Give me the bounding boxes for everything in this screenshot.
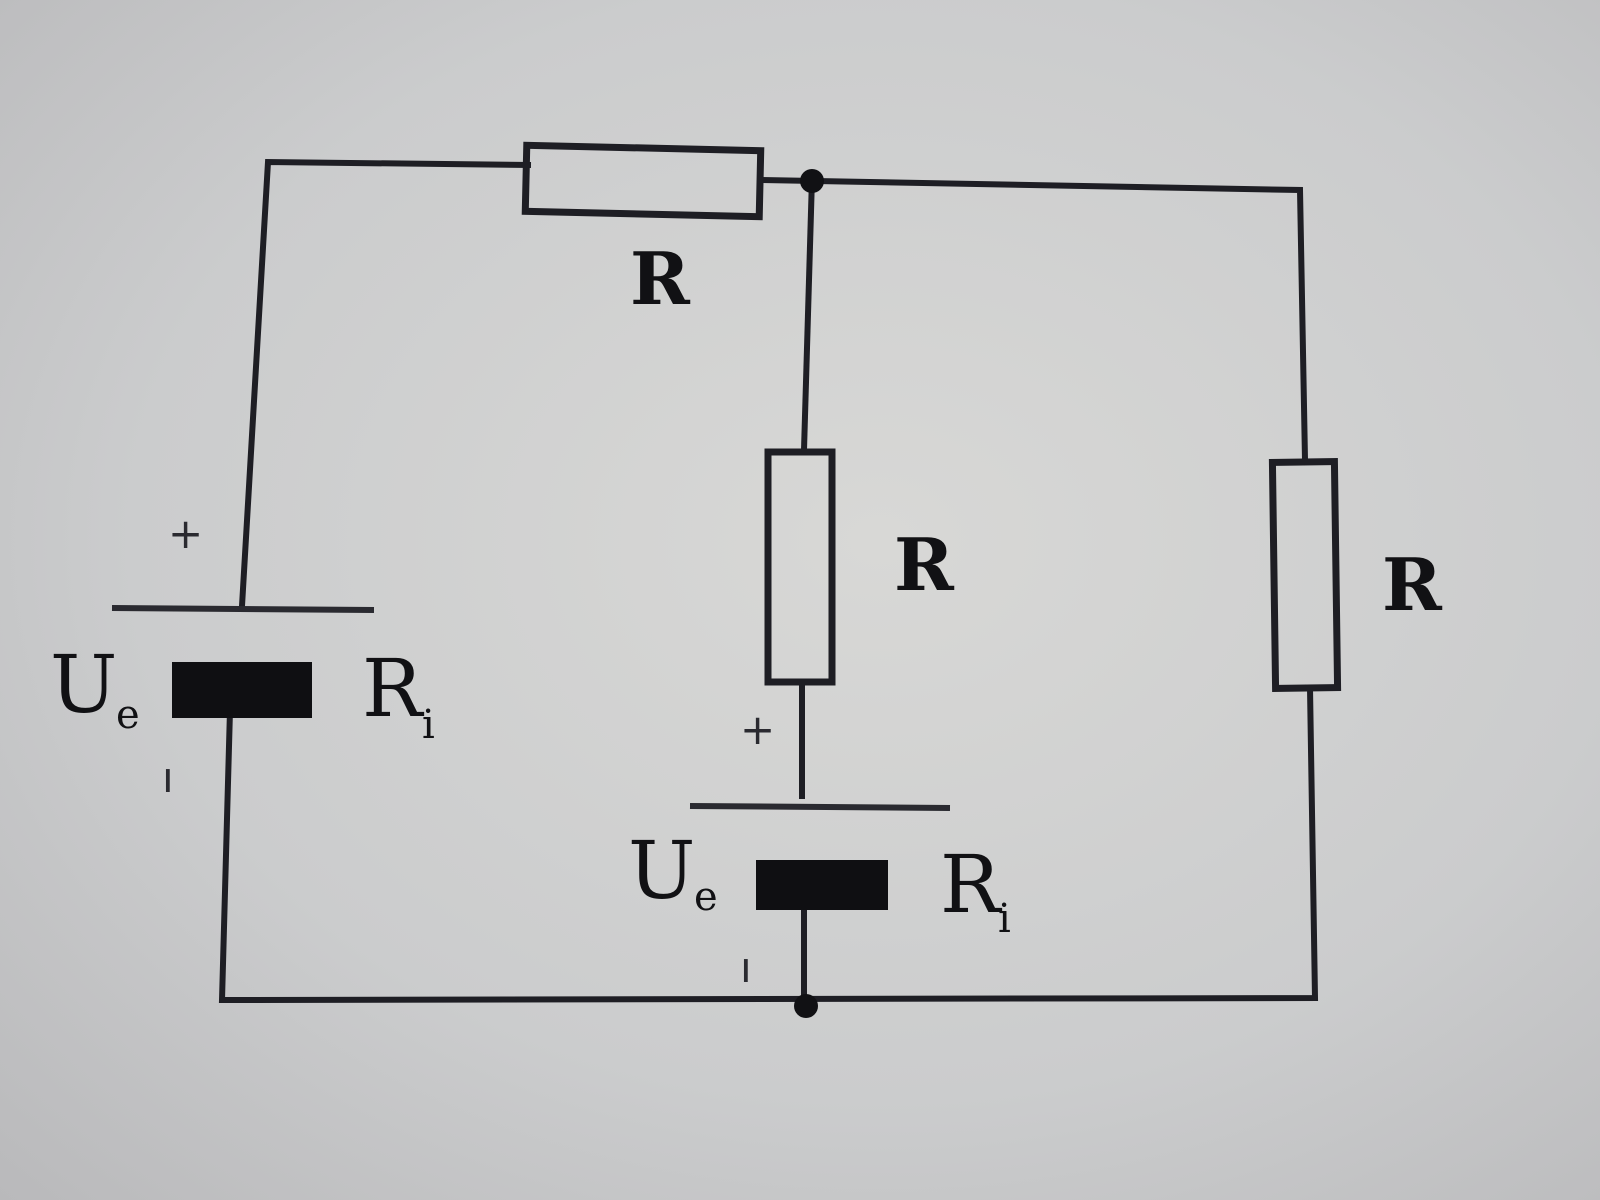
junction-node-top [800, 169, 824, 193]
source-middle-internal-block [756, 860, 888, 910]
resistor-top [521, 141, 765, 221]
label-source-left-ri-subscript: i [422, 702, 435, 748]
source-left-internal-block [172, 662, 312, 718]
source-left-minus-sign: ı [162, 753, 174, 802]
source-left-positive-plate [111, 605, 375, 613]
wire-left-top [238, 158, 532, 610]
label-r-right: R [1382, 542, 1443, 627]
label-source-middle-u-subscript: e [694, 874, 718, 920]
label-source-left-ri: R [362, 642, 425, 735]
label-source-middle-ri-subscript: i [998, 896, 1011, 942]
wire-bottom-rail [218, 684, 1319, 1004]
junction-node-bottom [794, 994, 818, 1018]
label-source-middle-u: U [628, 824, 695, 917]
resistor-middle [764, 448, 836, 686]
label-source-left-u-subscript: e [116, 692, 140, 738]
source-middle-minus-sign: ı [740, 943, 752, 992]
resistor-right [1268, 458, 1342, 692]
label-source-left-u: U [50, 638, 117, 731]
label-source-middle-ri: R [940, 838, 1003, 931]
label-r-middle: R [894, 522, 955, 607]
wire-top-right [756, 176, 1309, 464]
source-left-plus-sign: + [168, 509, 203, 558]
label-r-top: R [630, 236, 691, 321]
wire-junction-to-middle-resistor [800, 174, 816, 454]
source-middle-positive-plate [689, 803, 951, 811]
source-middle-plus-sign: + [740, 705, 775, 754]
